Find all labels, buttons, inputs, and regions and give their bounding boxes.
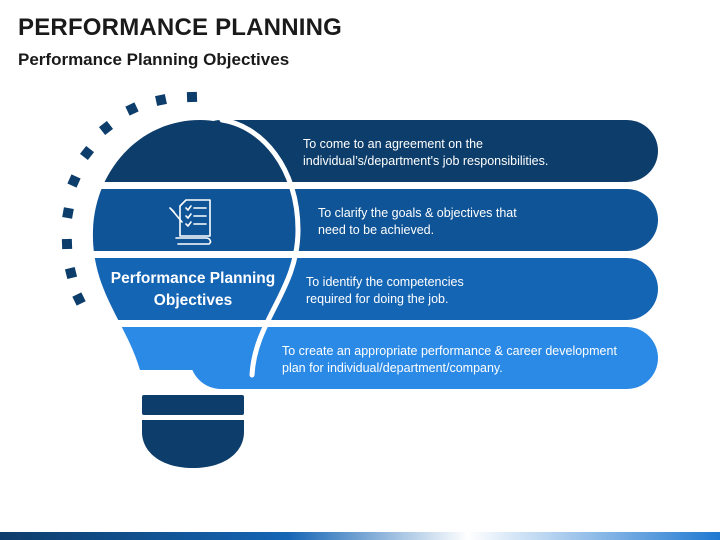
objective-band-1 [190,120,658,182]
slide-title: PERFORMANCE PLANNING [18,14,343,41]
objective-text-1: To come to an agreement on the individua… [303,137,549,168]
objective-band-4 [190,327,658,389]
center-label: Performance Planning Objectives [110,270,276,309]
objective-text-4: To create an appropriate performance & c… [282,344,617,375]
checklist-document-icon [169,199,212,245]
objective-band-3 [190,258,658,320]
objective-band-2 [190,189,658,251]
band-separators [80,182,660,327]
dotted-arc [61,91,198,306]
objective-text-3: To identify the competencies required fo… [306,275,464,306]
bulb-highlight-curve [219,117,301,378]
slide-subtitle: Performance Planning Objectives [18,50,290,69]
footer-bar [0,532,720,540]
objective-text-2: To clarify the goals & objectives that n… [318,206,517,237]
bulb-base [142,395,244,468]
